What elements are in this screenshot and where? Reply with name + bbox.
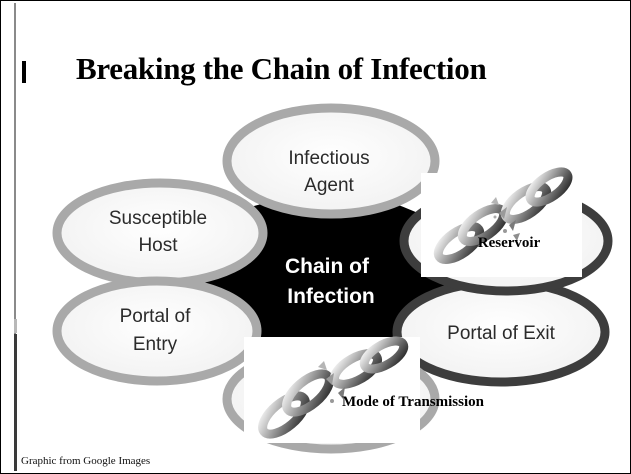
node-portal-of-exit: Portal of Exit [397, 282, 605, 382]
susceptible-host-line1: Susceptible [109, 208, 207, 229]
infectious-agent-line2: Agent [304, 175, 354, 196]
node-reservoir: Reservoir [404, 166, 608, 291]
infectious-agent-line1: Infectious [288, 148, 369, 169]
portal-of-entry-line1: Portal of [120, 306, 191, 327]
center-label-line2: Infection [287, 285, 375, 308]
image-credit: Graphic from Google Images [21, 455, 150, 467]
center-label-line1: Chain of [285, 255, 370, 278]
reservoir-label: Reservoir [478, 235, 541, 251]
mode-of-transmission-label: Mode of Transmission [342, 394, 485, 410]
node-portal-of-entry: Portal of Entry [57, 281, 257, 381]
susceptible-host-line2: Host [138, 235, 178, 256]
node-susceptible-host: Susceptible Host [57, 183, 263, 283]
portal-of-exit-label: Portal of Exit [447, 323, 555, 344]
portal-of-entry-line2: Entry [133, 334, 178, 355]
node-infectious-agent: Infectious Agent [227, 108, 435, 214]
